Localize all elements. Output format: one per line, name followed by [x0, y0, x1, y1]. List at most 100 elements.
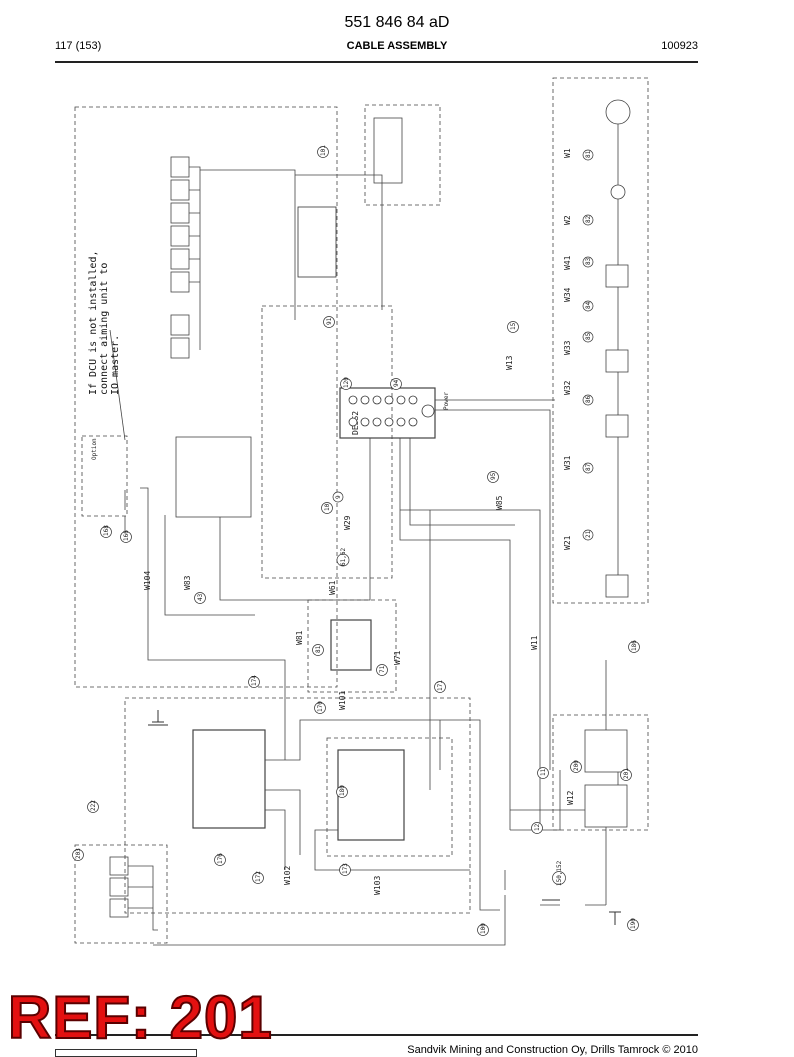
relay-7: [170, 314, 190, 336]
svg-text:91: 91: [326, 317, 333, 325]
component-box-io-master: [339, 387, 436, 439]
svg-text:173: 173: [342, 863, 349, 874]
callout-172: 172: [252, 871, 264, 884]
callout-174: 174: [248, 675, 260, 688]
svg-text:201: 201: [623, 768, 630, 779]
svg-text:81: 81: [315, 645, 322, 653]
relay-2: [170, 179, 190, 201]
svg-text:15: 15: [510, 322, 517, 330]
relay-3: [170, 202, 190, 224]
sensor-3: [605, 264, 629, 288]
wire-label-group: W13 W1 W2 W41 W34 W33 W32 W31 W21 W85 W2…: [143, 148, 575, 895]
frame-right-sensors: [552, 77, 649, 604]
wire-label-w13: W13: [505, 355, 514, 370]
svg-text:170: 170: [317, 701, 324, 712]
note-top-line-2: connect aiming unit to: [99, 263, 110, 395]
callout-right-85: 85: [582, 331, 594, 343]
component-box-gps-top: [584, 729, 628, 773]
frame-gps: [552, 714, 649, 831]
callout-10: 10: [321, 502, 333, 514]
callout-15: 15: [507, 321, 519, 333]
wire-w13: [435, 399, 555, 770]
wire-label-w21: W21: [563, 535, 572, 550]
sensor-top: [605, 99, 631, 125]
svg-text:84: 84: [585, 301, 592, 309]
callout-222: 222: [87, 800, 99, 813]
component-box-processor: [297, 206, 337, 278]
svg-text:21: 21: [585, 530, 592, 538]
ref-stamp: REF: 201: [7, 983, 273, 1052]
callout-right-87: 87: [582, 462, 594, 474]
svg-text:87: 87: [585, 463, 592, 471]
company-logo: [55, 1049, 197, 1057]
callout-100: 100: [477, 923, 489, 936]
date-code: 100923: [661, 40, 698, 52]
page-title: CABLE ASSEMBLY: [346, 40, 448, 52]
antenna-symbols: [148, 710, 621, 925]
callout-171: 171: [434, 680, 446, 693]
footer-copyright: Sandvik Mining and Construction Oy, Dril…: [407, 1044, 698, 1056]
document-number: 551 846 84 aD: [344, 14, 450, 31]
svg-text:82: 82: [585, 215, 592, 223]
svg-text:43: 43: [197, 593, 204, 601]
svg-text:83: 83: [585, 257, 592, 265]
wire-label-w102: W102: [283, 866, 292, 885]
callout-176: 176: [214, 853, 226, 866]
wire-label-w61: W61: [328, 580, 337, 595]
frame-io-master: [261, 305, 393, 579]
callout-right-84: 84: [582, 300, 594, 312]
callout-right-21: 21: [582, 529, 594, 541]
svg-text:166: 166: [123, 530, 130, 541]
frame-top-mid: [364, 104, 441, 206]
label-option: Option: [91, 438, 98, 460]
wire-label-w33: W33: [563, 340, 572, 355]
svg-text:61,62: 61,62: [340, 548, 347, 566]
callout-173: 173: [339, 863, 351, 876]
note-leader: [109, 329, 126, 441]
sensor-4: [605, 349, 629, 373]
component-box-dcu: [337, 749, 405, 841]
wire-label-w103: W103: [373, 876, 382, 895]
frame-left-main: [74, 106, 338, 688]
relay-1: [170, 156, 190, 178]
callout-200: 200: [570, 760, 582, 773]
wire-label-w104: W104: [143, 571, 152, 590]
sensor-2: [610, 184, 626, 200]
callout-71: 71: [376, 664, 388, 676]
wire-w101: [265, 719, 500, 911]
component-box-display: [330, 619, 372, 671]
note-top-line-1: If DCU is not installed,: [88, 251, 99, 396]
callout-right-82: 82: [582, 214, 594, 226]
callout-right-83: 83: [582, 256, 594, 268]
wire-top-bus: [189, 166, 383, 350]
svg-text:176: 176: [217, 853, 224, 864]
wire-w83: [164, 515, 255, 616]
page-number: 117 (153): [55, 40, 102, 52]
callout-12: 12: [531, 822, 543, 834]
svg-text:94: 94: [393, 379, 400, 387]
sensor-6: [605, 574, 629, 598]
wire-w104: [140, 487, 286, 760]
callout-190: 190: [627, 918, 639, 931]
callout-203: 203: [72, 848, 84, 861]
relay-5: [170, 248, 190, 270]
svg-text:12: 12: [534, 823, 541, 831]
svg-text:150,152: 150,152: [556, 860, 563, 886]
wire-gps: [605, 660, 619, 905]
svg-text:180: 180: [339, 785, 346, 796]
callout-81: 81: [312, 644, 324, 656]
svg-text:186: 186: [631, 640, 638, 651]
wire-label-w71: W71: [393, 650, 402, 665]
svg-text:200: 200: [573, 760, 580, 771]
wire-w61: [219, 438, 371, 601]
svg-text:172: 172: [255, 871, 262, 882]
callout-95: 95: [487, 471, 499, 483]
relay-4: [170, 225, 190, 247]
callout-right-86: 86: [582, 394, 594, 406]
wire-label-w12: W12: [566, 790, 575, 805]
cable-assembly-diagram: If DCU is not installed, connect aiming …: [72, 77, 649, 946]
svg-text:10: 10: [324, 503, 331, 511]
wire-label-w1: W1: [563, 148, 572, 158]
svg-text:190: 190: [630, 918, 637, 929]
svg-text:120: 120: [343, 377, 350, 388]
